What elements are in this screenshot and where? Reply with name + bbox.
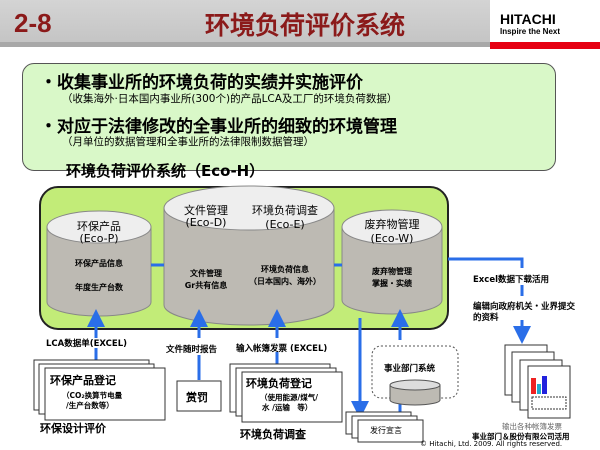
eco-w-code: (Eco-W) [370,232,414,245]
copyright: © Hitachi, Ltd. 2009. All rights reserve… [420,440,563,448]
eco-w-info: 废弃物管理 [372,267,412,276]
invoice-input-label: 输入帐簿发票 (EXCEL) [236,344,328,354]
eco-register-detail-2: /生产台数等） [66,401,114,410]
eco-w-result: 掌握・实绩 [372,279,412,288]
eco-p-name: 环保产品 [77,220,121,233]
eco-design-eval: 环保设计评价 [40,422,106,435]
eco-e-info: 环境负荷信息 [261,265,309,274]
summary-box [22,63,556,171]
report-label: 文件随时报告 [166,345,218,355]
gov-submit-label: 编辑向政府机关・业界提交 [473,302,576,312]
cylinder-eco-w [341,209,443,315]
eco-register-detail-1: （CO₂换算节电量 [62,391,123,400]
logo-area [490,0,600,42]
eco-p-code: (Eco-P) [79,232,119,245]
chart-icon [531,376,567,410]
declaration-doc: 发行宣言 [370,426,402,435]
brand-red-bar [490,42,600,49]
eco-product-register: 环保产品登记 [50,374,116,387]
output-ledgers-label: 输出各种帐簿发票 [502,422,562,431]
system-title: 环境负荷评价系统（Eco-H） [66,162,265,180]
database-icon [389,379,441,406]
cylinder-eco-d-e [163,185,335,326]
env-register-detail-1: （使用能源/煤气/ [260,393,318,402]
page-title: 环境负荷评价系统 [204,11,405,40]
eco-p-count: 年度生产台数 [75,283,123,292]
eco-e-name: 环境负荷调查 [252,204,318,217]
eco-p-info: 环保产品信息 [75,259,123,268]
reward-doc: 赏罚 [186,391,208,404]
header-divider [0,42,490,47]
eco-d-shared: Gr共有信息 [184,281,228,290]
lca-sheet-label: LCA数据单(EXCEL) [46,339,128,349]
summary-item-1: ・收集事业所的环境负荷的实绩并实施评价 [40,73,363,93]
eco-w-name: 废弃物管理 [364,218,420,231]
eco-e-code: (Eco-E) [265,218,305,231]
hitachi-logo: HITACHI [500,11,556,27]
cylinder-eco-p [46,210,152,317]
tagline: Inspire the Next [500,27,561,36]
env-load-register: 环境负荷登记 [246,377,312,390]
gov-submit-label-2: 的资料 [473,313,499,323]
eco-d-info: 文件管理 [190,269,222,278]
excel-download-label: Excel数据下载活用 [473,275,550,285]
division-system-label: 事业部门系统 [384,364,436,374]
env-load-survey: 环境负荷调查 [240,428,306,441]
slide-number: 2-8 [14,8,52,38]
eco-d-code: (Eco-D) [185,216,227,229]
eco-e-scope: （日本国内、海外） [249,277,321,286]
env-register-detail-2: 水 /运输 等） [262,403,313,412]
summary-item-2-detail: （月单位的数据管理和全事业所的法律限制数据管理） [62,136,314,148]
eco-d-name: 文件管理 [184,204,228,217]
division-usage-label: 事业部门＆股份有限公司活用 [472,432,570,441]
summary-item-1-detail: （收集海外·日本国内事业所(300个)的产品LCA及工厂的环境负荷数据） [62,93,398,105]
summary-item-2: ・对应于法律修改的全事业所的细致的环境管理 [40,117,397,137]
